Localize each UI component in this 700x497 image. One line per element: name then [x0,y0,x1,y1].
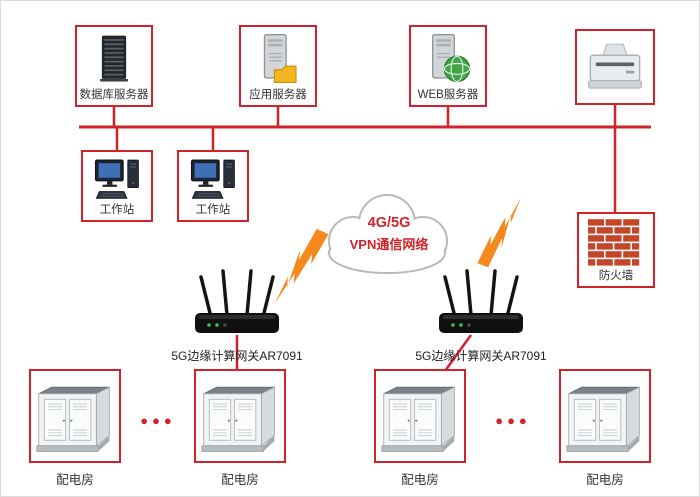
node-label: WEB服务器 [417,89,479,102]
gateway-label-right: 5G边缘计算网关AR7091 [415,349,547,363]
database-server-icon [88,32,140,86]
cloud-network-label: 4G/5G VPN通信网络 [315,215,463,253]
distribution-room-icon [380,378,460,456]
cloud-line2: VPN通信网络 [349,237,429,252]
cloud-shape [328,194,448,274]
distribution-room-icon [200,378,280,456]
workstation-icon [188,157,238,203]
gateway-router-icon-right [433,267,529,343]
lightning-bolt-left [274,228,329,305]
wireless-lightning-bolts [274,197,521,305]
lan-bus-lines [79,104,651,372]
node-distribution-room-2 [194,369,286,463]
node-label: 应用服务器 [249,89,307,102]
cloud-line1: 4G/5G [367,215,411,231]
ellipsis-dots-left: ●●● [140,413,176,428]
distribution-room-icon [565,378,645,456]
room-label-2: 配电房 [221,473,259,487]
node-distribution-room-4 [559,369,651,463]
node-label: 工作站 [99,204,135,217]
node-label: 工作站 [195,204,231,217]
firewall-icon [588,219,644,269]
node-database-server: 数据库服务器 [75,25,153,107]
node-firewall: 防火墙 [577,212,655,288]
node-workstation-1: 工作站 [81,150,153,222]
gateway-router-icon-left [189,267,285,343]
room-label-3: 配电房 [401,473,439,487]
node-label: 数据库服务器 [79,89,149,102]
node-printer [575,29,655,105]
room-label-4: 配电房 [586,473,624,487]
printer-icon [583,42,647,94]
ellipsis-dots-right: ●●● [495,413,531,428]
node-label: 防火墙 [598,270,634,283]
lightning-bolt-right [477,197,521,268]
distribution-room-icon [35,378,115,456]
node-distribution-room-1 [29,369,121,463]
node-web-server: WEB服务器 [409,25,487,107]
gateway-label-left: 5G边缘计算网关AR7091 [171,349,303,363]
node-distribution-room-3 [374,369,466,463]
app-server-icon [251,32,305,86]
room-label-1: 配电房 [56,473,94,487]
node-workstation-2: 工作站 [177,150,249,222]
web-server-icon [421,32,475,86]
workstation-icon [92,157,142,203]
node-app-server: 应用服务器 [239,25,317,107]
